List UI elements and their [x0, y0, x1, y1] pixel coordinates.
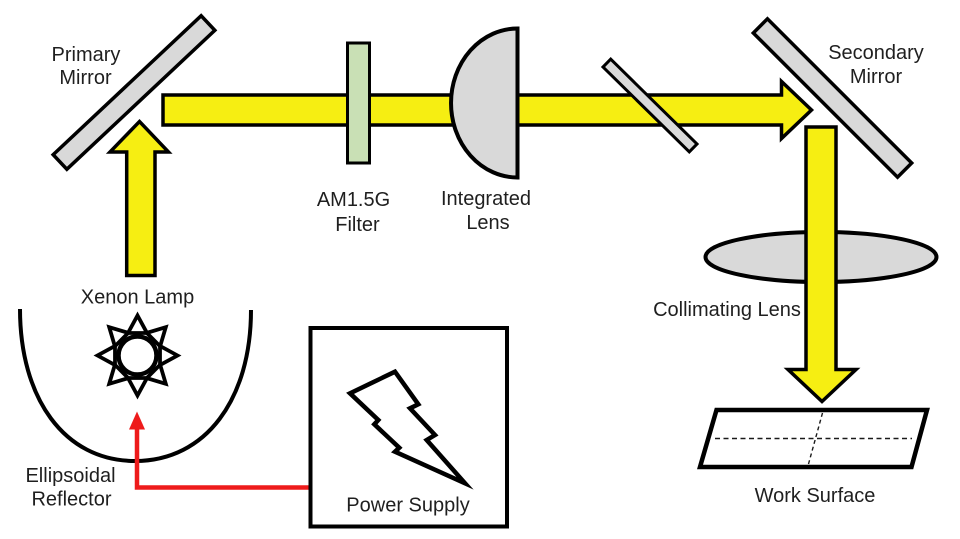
label-primary-mirror-line2: Mirror: [59, 67, 112, 89]
label-integrated-lens-line2: Lens: [466, 212, 509, 234]
work-surface: [697, 407, 930, 470]
lamp-ray-w: [93, 342, 117, 369]
lamp-ray-e: [158, 342, 182, 369]
integrated-lens: [449, 26, 520, 180]
label-power-supply: Power Supply: [346, 495, 469, 517]
lamp-ray-se: [143, 361, 169, 387]
lamp-ray-ne: [143, 324, 169, 350]
lamp-ray-sw: [106, 361, 132, 387]
lamp-bulb-circle: [116, 334, 159, 377]
power-supply: [308, 326, 509, 529]
light-beam-up-arrow: [105, 118, 173, 278]
label-ellipsoidal-reflector-line2: Reflector: [31, 489, 111, 511]
label-integrated-lens-line1: Integrated: [441, 188, 531, 210]
primary-mirror: [50, 13, 218, 172]
xenon-lamp-sun-icon: [93, 311, 182, 400]
label-xenon-lamp: Xenon Lamp: [81, 287, 194, 309]
label-am15g-filter-line2: Filter: [335, 214, 380, 236]
label-ellipsoidal-reflector-line1: Ellipsoidal: [25, 465, 115, 487]
secondary-mirror: [750, 16, 915, 180]
power-wire-arrow: [129, 411, 310, 490]
light-beam-down-arrow: [783, 125, 861, 404]
label-secondary-mirror-line2: Mirror: [850, 66, 903, 88]
power-wire-arrowhead: [129, 411, 145, 430]
lamp-ray-nw: [106, 324, 132, 350]
work-surface-dashed-vertical: [807, 412, 824, 465]
label-primary-mirror-line1: Primary: [52, 44, 121, 66]
label-am15g-filter-line1: AM1.5G: [317, 189, 390, 211]
lamp-rays: [93, 311, 182, 400]
beam-splitter-mirror: [600, 57, 700, 154]
power-wire-line: [134, 426, 310, 490]
lightning-bolt-icon: [346, 368, 474, 490]
label-work-surface: Work Surface: [755, 485, 876, 507]
lamp-ray-s: [124, 376, 151, 400]
label-collimating-lens: Collimating Lens: [653, 299, 801, 321]
label-secondary-mirror-line1: Secondary: [828, 42, 924, 64]
am15g-filter: [346, 41, 371, 165]
lamp-ray-n: [124, 311, 151, 335]
